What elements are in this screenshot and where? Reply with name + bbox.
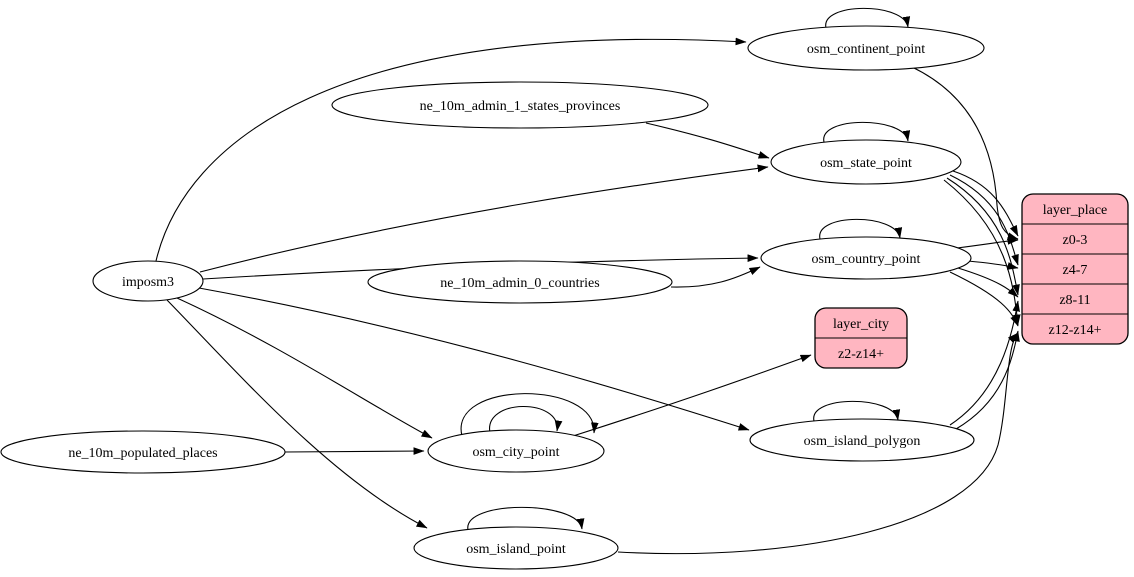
node-label: ne_10m_populated_places — [68, 446, 217, 461]
edge-osm-state-point-to-layer-place-z0-3 — [952, 170, 1019, 237]
edge-ne-10m-admin-0-countries-to-osm-country-point — [670, 266, 761, 288]
node-label: ne_10m_admin_0_countries — [440, 276, 599, 291]
node-label: osm_country_point — [812, 252, 921, 267]
record-row-z8-11: z8-11 — [1059, 293, 1090, 308]
edge-osm-country-point-to-layer-place-z12-z14+ — [949, 271, 1019, 327]
record-row-z2-z14+: z2-z14+ — [838, 347, 884, 362]
edge-osm-state-point-to-layer-place-z4-7 — [949, 174, 1019, 266]
node-osm-state-point: osm_state_point — [770, 139, 962, 185]
node-label: osm_island_point — [466, 542, 566, 557]
edge-osm-island-polygon-to-layer-place-z12-z14+ — [955, 330, 1020, 430]
edge-osm-island-point-to-layer-place-z12-z14+ — [617, 332, 1019, 555]
edge-osm-state-point-to-layer-place-z8-11 — [946, 177, 1020, 296]
edge-osm-city-point-to-osm-city-point — [489, 406, 563, 434]
nodes-layer: imposm3 ne_10m_admin_1_states_provincesne… — [0, 25, 1129, 570]
node-ne-10m-admin-1-states-provinces: ne_10m_admin_1_states_provinces — [331, 81, 709, 129]
record-title: layer_city — [833, 317, 889, 332]
node-label: osm_island_polygon — [804, 434, 921, 449]
edge-osm-country-point-to-osm-country-point — [819, 218, 903, 240]
node-osm-island-polygon: osm_island_polygon — [749, 418, 975, 462]
node-ne-10m-populated-places: ne_10m_populated_places — [0, 430, 286, 474]
edge-imposm3-to-osm-island-point — [166, 299, 428, 529]
edge-osm-country-point-to-layer-place-z8-11 — [957, 267, 1019, 298]
edge-osm-continent-point-to-osm-continent-point — [825, 7, 911, 29]
edge-ne-10m-admin-1-states-provinces-to-osm-state-point — [645, 122, 770, 159]
edge-osm-island-point-to-osm-island-point — [467, 506, 585, 531]
edges-layer — [155, 7, 1021, 555]
node-layer-place: layer_place z0-3 z4-7 z8-11 z12-z14+ — [1021, 193, 1129, 345]
edge-osm-country-point-to-layer-place-z0-3 — [956, 237, 1019, 249]
node-osm-country-point: osm_country_point — [760, 236, 972, 280]
edge-imposm3-to-osm-island-polygon — [198, 287, 750, 431]
record-title: layer_place — [1043, 203, 1108, 218]
node-osm-city-point: osm_city_point — [427, 429, 605, 473]
node-label: osm_city_point — [472, 445, 559, 460]
edge-ne-10m-populated-places-to-osm-city-point — [284, 447, 425, 455]
edge-osm-island-polygon-to-layer-place-z8-11 — [949, 300, 1020, 426]
node-osm-island-point: osm_island_point — [413, 526, 619, 570]
edge-osm-city-point-to-osm-city-point — [460, 393, 599, 437]
node-imposm3: imposm3 — [92, 260, 204, 302]
edge-osm-state-point-to-osm-state-point — [823, 121, 911, 143]
node-label: osm_continent_point — [807, 42, 925, 57]
edge-imposm3-to-osm-city-point — [176, 297, 433, 439]
edge-osm-continent-point-to-layer-place-z0-3 — [911, 66, 1019, 240]
record-row-z4-7: z4-7 — [1063, 263, 1088, 278]
node-layer-city: layer_city z2-z14+ — [814, 307, 908, 369]
edge-osm-city-point-to-layer-city-z2-z14+ — [572, 354, 812, 437]
record-row-z12-z14+: z12-z14+ — [1049, 323, 1102, 338]
node-label: imposm3 — [122, 275, 174, 290]
node-ne-10m-admin-0-countries: ne_10m_admin_0_countries — [367, 260, 673, 304]
edge-imposm3-to-osm-state-point — [199, 164, 769, 273]
edge-imposm3-to-osm-continent-point — [155, 37, 747, 262]
node-osm-continent-point: osm_continent_point — [747, 25, 985, 71]
node-label: ne_10m_admin_1_states_provinces — [420, 99, 621, 114]
edge-osm-country-point-to-layer-place-z4-7 — [967, 260, 1019, 270]
node-label: osm_state_point — [820, 156, 912, 171]
record-row-z0-3: z0-3 — [1063, 233, 1088, 248]
edge-osm-island-polygon-to-osm-island-polygon — [813, 400, 901, 422]
